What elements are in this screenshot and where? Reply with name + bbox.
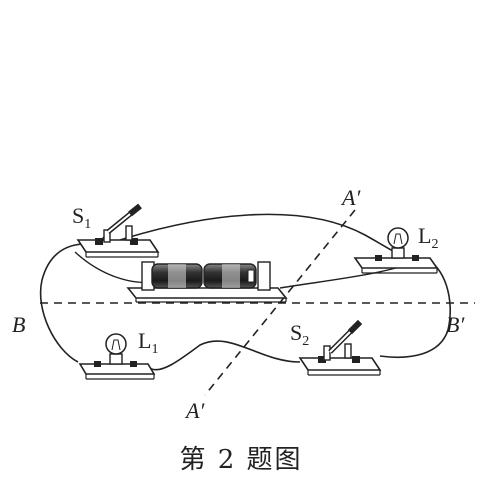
label-a-prime-bottom: A′ xyxy=(184,398,205,423)
label-a-prime-top: A′ xyxy=(340,185,361,210)
lamp-l2 xyxy=(353,227,439,274)
bulb-l2 xyxy=(387,227,409,249)
label-b-prime: B′ xyxy=(446,312,465,337)
switch-s2 xyxy=(298,319,382,376)
switch-s1 xyxy=(76,203,160,258)
label-l2: L2 xyxy=(418,223,438,252)
label-l1: L1 xyxy=(138,328,158,357)
lamp-l1 xyxy=(78,333,156,380)
label-s1: S1 xyxy=(72,203,91,232)
circuit-wire xyxy=(39,213,452,371)
label-b: B xyxy=(12,312,25,337)
bulb-l1 xyxy=(105,333,127,355)
battery-pack xyxy=(126,261,288,303)
label-s2: S2 xyxy=(290,320,309,349)
figure-caption: 第 2 题图 xyxy=(179,445,302,475)
